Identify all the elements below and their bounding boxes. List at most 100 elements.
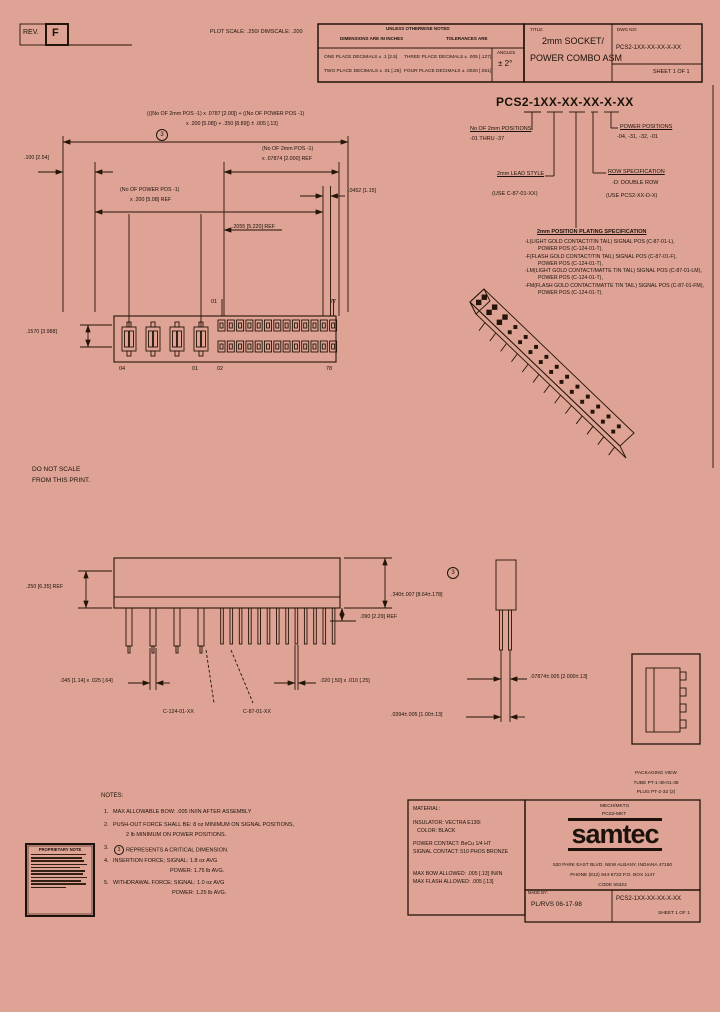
tol-angles-label: ANGLES <box>497 50 516 55</box>
footer-sheet: SHEET 1 OF 1 <box>658 911 690 916</box>
critical-dimension-symbol: 3 <box>156 129 168 141</box>
tol-four-place: FOUR PLACE DECIMALS ± .0020 [.051] <box>404 69 492 74</box>
plating-line: -F(FLASH GOLD CONTACT/TIN TAIL) SIGNAL P… <box>525 253 677 260</box>
material-color: COLOR: BLACK <box>417 828 456 835</box>
tv-dim-0452: .0452 [1.15] <box>348 188 376 194</box>
tol-tols-are: TOLERANCES ARE <box>446 36 488 41</box>
plating-line: POWER POS (C-124-01-T). <box>538 290 603 297</box>
proprietary-title: PROPRIETARY NOTE <box>38 847 82 852</box>
rev-label: REV. <box>23 29 39 36</box>
pin-label-01-top: 01 <box>211 299 218 305</box>
samtec-logo: samtec <box>540 818 690 851</box>
note-2-line1: PUSH-OUT FORCE SHALL BE: 8 oz MINIMUM ON… <box>113 822 295 828</box>
material-power-contact: POWER CONTACT: BeCu 1/4 HT <box>413 840 492 847</box>
packaging-connector-icon <box>645 667 687 733</box>
do-not-scale-line1: DO NOT SCALE <box>32 466 81 473</box>
proprietary-note-block: PROPRIETARY NOTE <box>25 843 95 917</box>
pn-row-label: ROW SPECIFICATION <box>608 169 665 175</box>
title-line1: 2mm SOCKET/ <box>542 36 605 46</box>
plating-line: -L(LIGHT GOLD CONTACT/TIN TAIL) SIGNAL P… <box>525 239 675 245</box>
rev-value: F <box>52 27 59 39</box>
tv-dim-2055: .2055 [5.220] REF <box>232 224 275 230</box>
tv-dim-1570: .1570 [3.988] <box>26 329 57 335</box>
pin-label-04-bottom: 04 <box>119 366 126 372</box>
title-block-borders <box>19 23 714 468</box>
notes-title: NOTES: <box>101 793 124 799</box>
plating-title: 2mm POSITION PLATING SPECIFICATION <box>537 229 647 235</box>
sv-dim-090: .090 [2.29] REF <box>360 614 398 620</box>
title-line2: POWER COMBO ASM <box>530 53 623 63</box>
packaging-info: PACKAGING VIEW TUBE PT-1-36-01-38 PLUG P… <box>606 769 706 798</box>
top-view-drawing <box>38 136 349 363</box>
note-number: 4. <box>104 858 109 864</box>
tv-formula-line1: (((No OF 2mm POS -1) x .0787 [2.00]) + (… <box>147 111 305 117</box>
material-signal-contact: SIGNAL CONTACT: 510 PHOS BRONZE <box>413 848 509 855</box>
tol-dims-in: DIMENSIONS ARE IN INCHES <box>340 36 404 41</box>
material-block: MATERIAL: INSULATOR: VECTRA E130i COLOR:… <box>408 800 525 915</box>
company-address: 520 PARK EAST BLVD. NEW ALBANY, INDIANA … <box>525 861 700 890</box>
made-by-value: PL/RVS 06-17-98 <box>531 901 582 908</box>
part-number: PCS2-1XX-XX-XX-X-XX <box>496 95 634 109</box>
sv-dim-07874: .07874±.005 [2.000±.13] <box>530 674 588 680</box>
pin-label-01-bottom: 01 <box>192 366 199 372</box>
pn-positions-range: -01 THRU -37 <box>470 136 505 142</box>
side-view-drawing <box>78 557 527 722</box>
material-insulator: INSULATOR: VECTRA E130i <box>413 820 481 827</box>
sv-callout-signal: C-87-01-XX <box>243 709 271 715</box>
critical-dimension-symbol: 3 <box>114 845 124 855</box>
sv-dim-power-pin: .045 [1.14] x .025 [.64] <box>60 678 113 684</box>
pin-label-02-bottom: 02 <box>217 366 224 372</box>
packaging-line1: PACKAGING VIEW <box>635 771 677 776</box>
sv-dim-signal-pin: .020 [.50] x .010 [.25] <box>320 678 370 684</box>
critical-dimension-symbol: 3 <box>447 567 459 579</box>
material-title: MATERIAL: <box>413 806 440 812</box>
note-4-line1: INSERTION FORCE; SIGNAL: 1.8 oz AVG <box>113 858 218 864</box>
title-label: TITLE: <box>530 27 544 32</box>
tol-angles-value: ± 2° <box>498 59 513 68</box>
note-5-line2: POWER: 1.25 lb AVG. <box>172 890 227 896</box>
sv-dim-250: .250 [6.35] REF <box>26 584 64 590</box>
footer-borders <box>27 653 701 923</box>
packaging-line3: PLUG PT-2-32 (2) <box>636 790 676 795</box>
isometric-view-drawing <box>469 288 635 459</box>
note-1: MAX ALLOWABLE BOW: .005 IN/IN AFTER ASSE… <box>113 809 252 815</box>
tol-three-place: THREE PLACE DECIMALS ± .005 [.127] <box>404 55 492 60</box>
pn-row-use: (USE PCS2-XX-D-X) <box>606 193 658 199</box>
packaging-line2: TUBE PT-1-36-01-38 <box>633 780 679 786</box>
pin-label-78-bottom: 78 <box>326 366 333 372</box>
footer-dwg-no: PCS2-1XX-XX-XX-X-XX <box>616 896 682 902</box>
tv-formula-line2: x .200 [5.08]) + .350 [8.89]) ± .005 [.1… <box>186 121 278 127</box>
plating-line: POWER POS (C-124-01-T), <box>538 246 603 253</box>
plating-line: -LM(LIGHT GOLD CONTACT/MATTE TIN TAIL) S… <box>525 268 702 275</box>
note-2-line2: 2 lb MINIMUM ON POWER POSITIONS. <box>126 832 227 838</box>
tol-unless: UNLESS OTHERWISE NOTED <box>386 26 450 31</box>
address-line2: PHONE (812) 944-6733 P.O. BOX 1147 <box>570 872 655 878</box>
plating-line: POWER POS (C-124-01-T), <box>538 275 603 282</box>
tv-dim-100: .100 [2.54] <box>24 155 50 161</box>
tv-dim-2mm-l2: x .07874 [2.000] REF <box>262 156 313 162</box>
note-number: 1. <box>104 809 109 815</box>
sv-callout-power: C-124-01-XX <box>163 709 194 715</box>
plating-line: -FM(FLASH GOLD CONTACT/MATTE TIN TAIL) S… <box>525 282 704 289</box>
dept-line2: PCS2-MKT <box>602 812 627 817</box>
pn-row-value: -D: DOUBLE ROW <box>612 180 659 186</box>
pn-power-label: POWER POSITIONS <box>620 124 673 130</box>
dwg-no-label: DWG NO: <box>617 27 638 32</box>
sheet-number: SHEET 1 OF 1 <box>653 69 690 75</box>
made-by-label: MADE BY: <box>528 890 548 895</box>
material-max-bow: MAX BOW ALLOWED: .005 [.13] IN/IN <box>413 871 503 878</box>
sv-dim-0394: .0394±.005 [1.00±.13] <box>391 712 443 718</box>
note-number: 2. <box>104 822 109 828</box>
samtec-logo-text: samtec <box>568 818 662 851</box>
tv-dim-power-l2: x .200 [5.08] REF <box>130 197 172 203</box>
sv-dim-340: .340±.007 [8.64±.178] <box>391 592 443 598</box>
pn-lead-label: 2mm LEAD STYLE <box>497 171 545 177</box>
address-line3: CODE 55322 <box>598 882 627 888</box>
tol-two-place: TWO PLACE DECIMALS ± .01 [.25] <box>324 69 401 74</box>
note-number: 3. <box>104 845 109 851</box>
pn-positions-label: No OF 2mm POSITIONS <box>470 126 532 132</box>
pn-power-values: -04, -31, -32, -01 <box>617 134 658 140</box>
tv-dim-power-l1: (No OF POWER POS -1) <box>120 187 180 193</box>
